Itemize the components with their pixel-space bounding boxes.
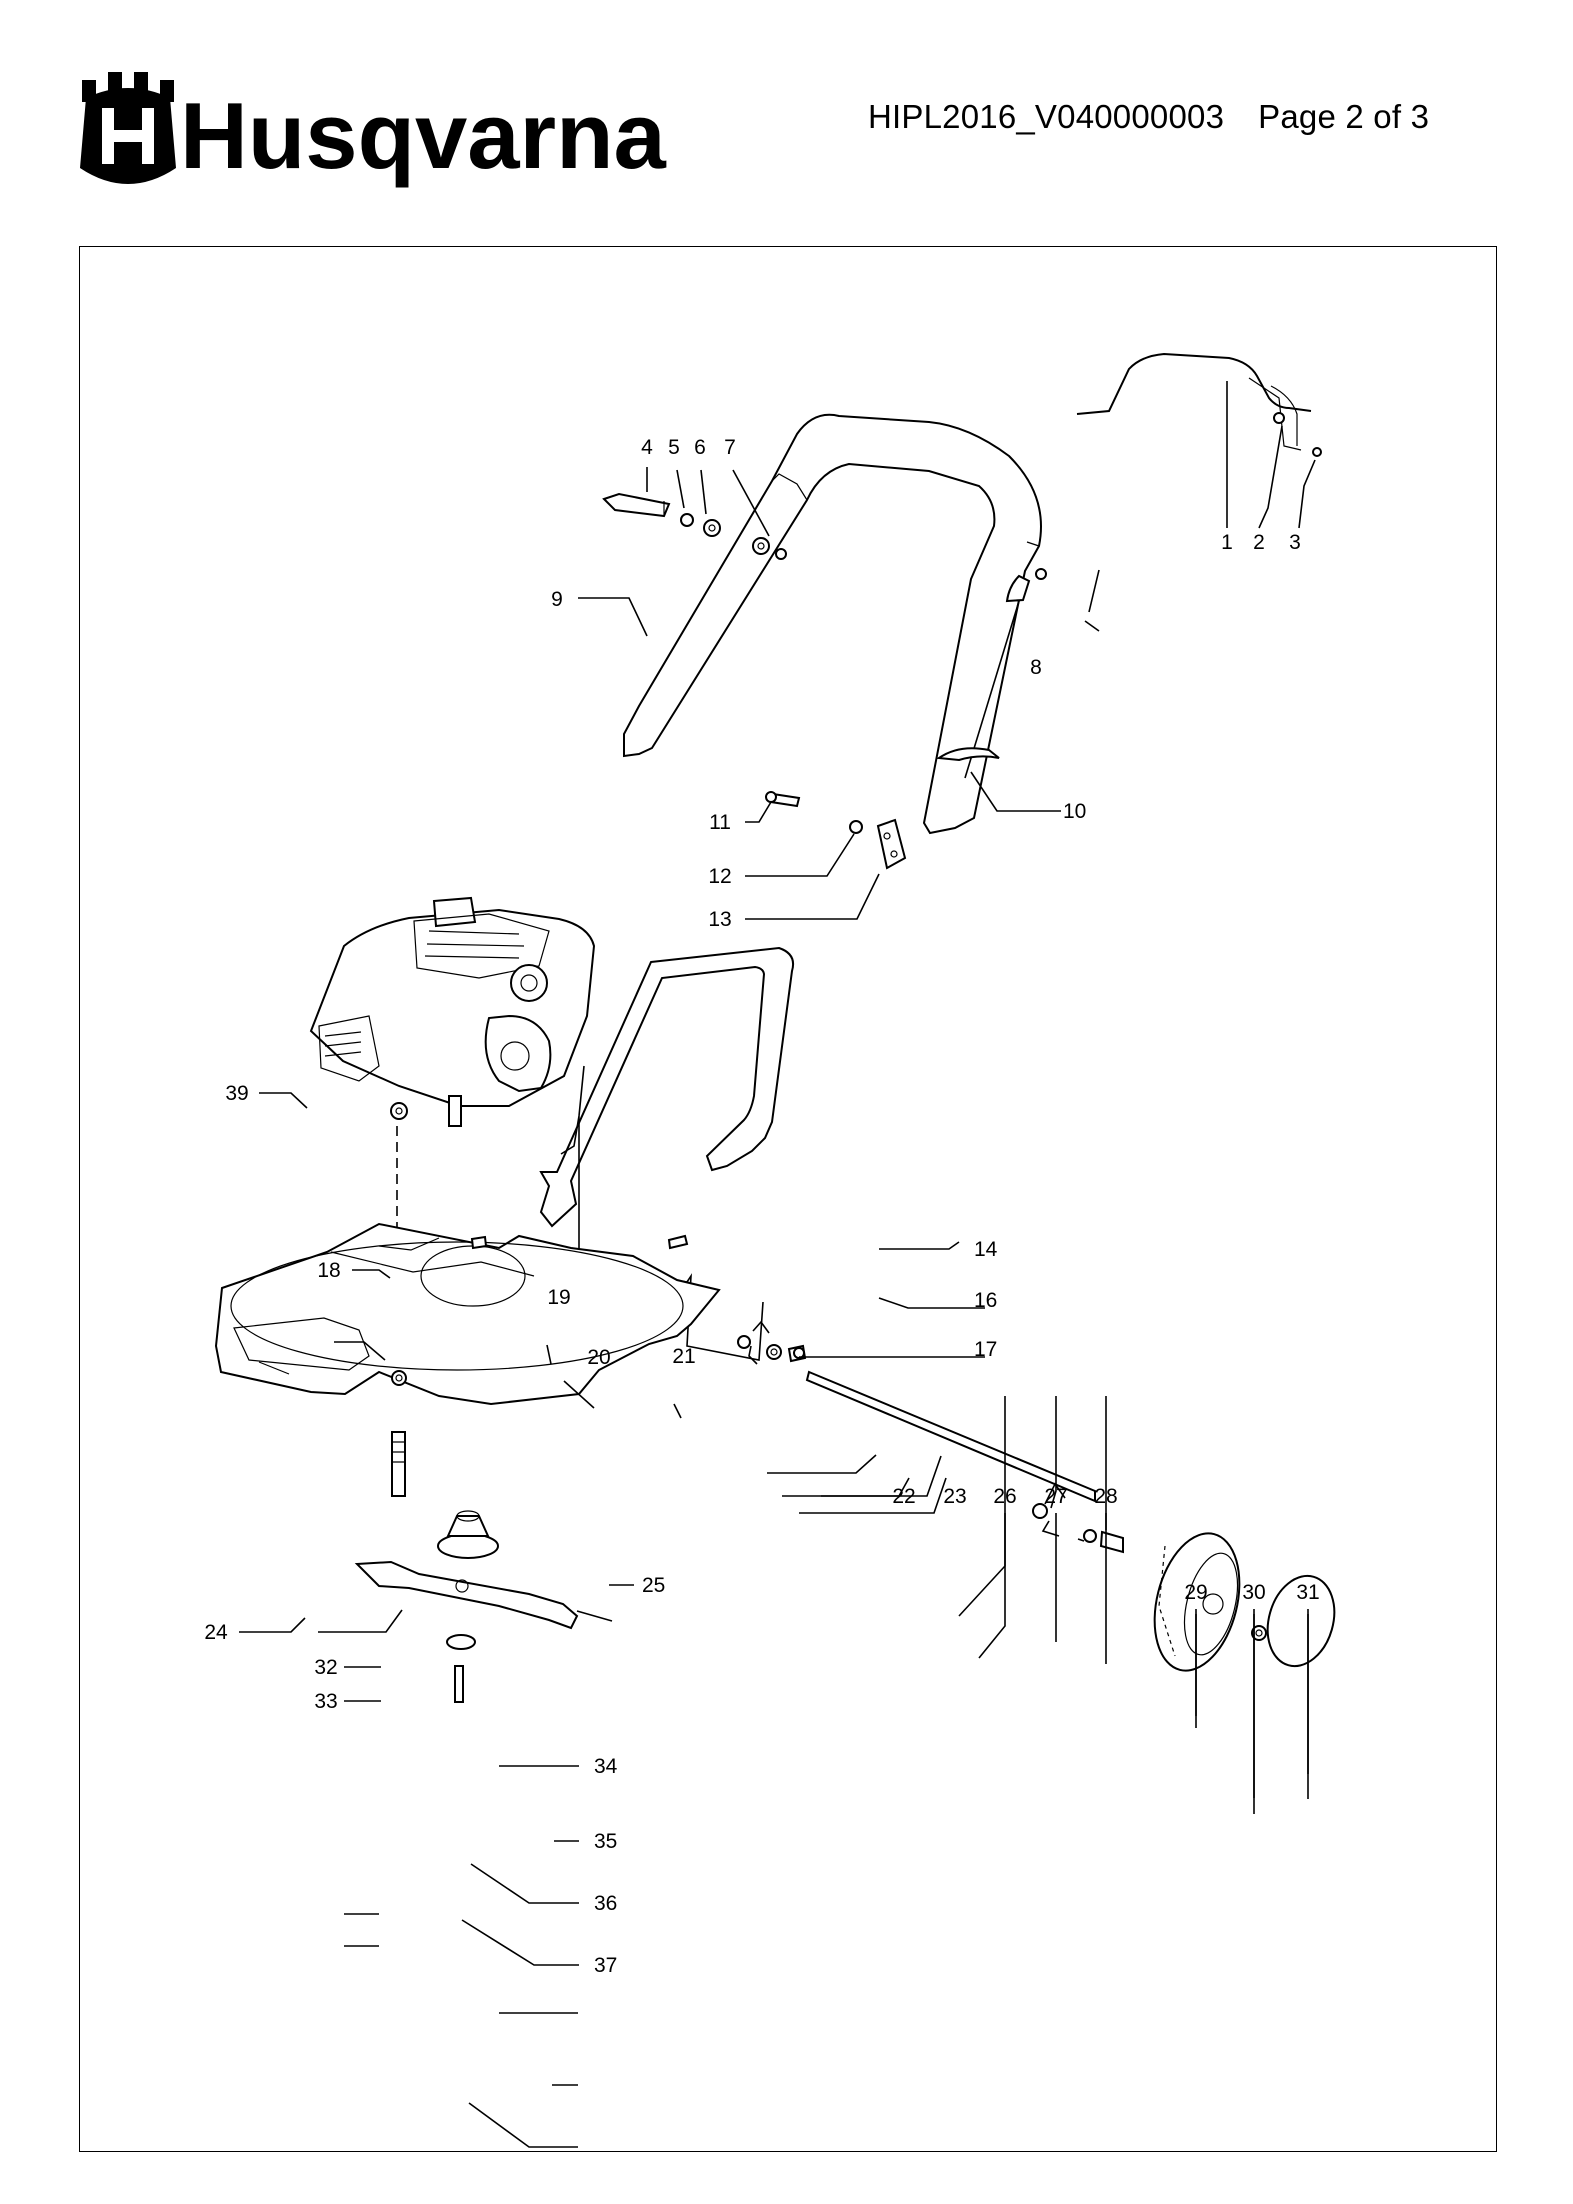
- part-10-cable-clip: [936, 747, 1000, 762]
- part-7a-washer: [752, 537, 770, 555]
- part-3-clip: [1312, 447, 1322, 457]
- part-36-washer: [446, 1634, 476, 1650]
- part-19-bolt: [470, 1235, 488, 1250]
- part-26-axle: [805, 1370, 1096, 1503]
- part-9-upper-handle: [623, 413, 1042, 835]
- callout-20: 20: [587, 1346, 610, 1369]
- husqvarna-crown-emblem: [80, 72, 176, 184]
- callout-4: 4: [641, 436, 653, 459]
- callout-leaders: [318, 381, 1316, 1633]
- callout-35: 35: [594, 1830, 617, 1853]
- callout-21: 21: [672, 1345, 695, 1368]
- part-35-blade: [354, 1560, 579, 1630]
- callout-26: 26: [993, 1485, 1016, 1508]
- part-33-bolt: [391, 1431, 406, 1497]
- callout-18: 18: [317, 1259, 340, 1282]
- husqvarna-logo: Husqvarna: [80, 72, 667, 188]
- callout-16: 16: [974, 1289, 997, 1312]
- part-8-cable: [964, 568, 1100, 779]
- part-28-bushing: [1083, 1529, 1124, 1554]
- part-18-spacer: [390, 1102, 408, 1120]
- callout-24: 24: [204, 1621, 228, 1644]
- callout-25: 25: [642, 1574, 665, 1597]
- callout-labels: 1 2 3 4 5 6 7 8 9 10 11 12 13 14 16 17 1…: [204, 436, 1319, 1977]
- callout-3: 3: [1289, 531, 1301, 554]
- part-22-spring-bracket: [737, 1320, 770, 1365]
- callout-19: 19: [547, 1286, 570, 1309]
- part-13-knob: [876, 818, 907, 870]
- part-17-bolt: [787, 1344, 807, 1363]
- callout-12: 12: [708, 865, 731, 888]
- part-30-nut: [1251, 1625, 1267, 1641]
- part-34-blade-adapter: [437, 1510, 499, 1559]
- callout-22: 22: [892, 1485, 915, 1508]
- callout-36: 36: [594, 1892, 617, 1915]
- part-27-spring-bracket: [1032, 1482, 1066, 1537]
- part-31-hubcap: [1266, 1574, 1336, 1668]
- part-12-nut: [849, 820, 863, 834]
- callout-28: 28: [1094, 1485, 1117, 1508]
- part-4-knob-bolt: [602, 492, 671, 518]
- part-6-washer: [703, 519, 721, 537]
- callout-13: 13: [708, 908, 731, 931]
- callout-33: 33: [314, 1690, 337, 1713]
- part-23-washer: [766, 1344, 782, 1360]
- callout-8: 8: [1030, 656, 1042, 679]
- part-14-lower-handle: [539, 946, 795, 1228]
- callout-1: 1: [1221, 531, 1233, 554]
- diagram-frame: [79, 246, 1497, 2152]
- page-header: Husqvarna HIPL2016_V040000003 Page 2 of 3: [0, 0, 1573, 200]
- callout-34: 34: [594, 1755, 618, 1778]
- callout-9: 9: [551, 588, 563, 611]
- document-reference: HIPL2016_V040000003 Page 2 of 3: [868, 98, 1429, 136]
- document-id: HIPL2016_V040000003: [868, 98, 1225, 135]
- callout-11: 11: [709, 811, 731, 834]
- part-37-bolt: [454, 1665, 464, 1703]
- part-21-bolt: [667, 1234, 689, 1250]
- part-20-deck: [214, 1222, 721, 1406]
- brand-wordmark: Husqvarna: [180, 83, 667, 188]
- part-2-nut: [1273, 412, 1285, 424]
- page-label: Page 2 of 3: [1258, 98, 1430, 135]
- callout-leaders-main: [239, 1092, 1309, 1966]
- callout-10: 10: [1063, 800, 1086, 823]
- callout-32: 32: [314, 1656, 337, 1679]
- part-11-bolt: [765, 791, 801, 808]
- callout-29: 29: [1184, 1581, 1207, 1604]
- part-39-engine: [309, 896, 596, 1127]
- callout-7: 7: [724, 436, 736, 459]
- callout-37: 37: [594, 1954, 617, 1977]
- part-32-washer: [391, 1370, 407, 1386]
- exploded-parts-diagram: 1 2 3 4 5 6 7 8 9 10 11 12 13 14 16 17 1…: [204, 352, 1336, 2148]
- callout-39: 39: [225, 1082, 248, 1105]
- callout-31: 31: [1296, 1581, 1319, 1604]
- callout-30: 30: [1242, 1581, 1265, 1604]
- part-1-bail-bar: [1076, 352, 1312, 451]
- part-5-washer: [680, 513, 694, 527]
- callout-14: 14: [974, 1238, 998, 1261]
- callout-2: 2: [1253, 531, 1265, 554]
- callout-6: 6: [694, 436, 706, 459]
- callout-27: 27: [1044, 1485, 1067, 1508]
- part-29-wheel: [1153, 1532, 1241, 1672]
- callout-leaders-lower: [334, 1341, 1309, 2148]
- callout-23: 23: [943, 1485, 966, 1508]
- callout-17: 17: [974, 1338, 997, 1361]
- callout-5: 5: [668, 436, 680, 459]
- part-7-nut: [775, 548, 787, 560]
